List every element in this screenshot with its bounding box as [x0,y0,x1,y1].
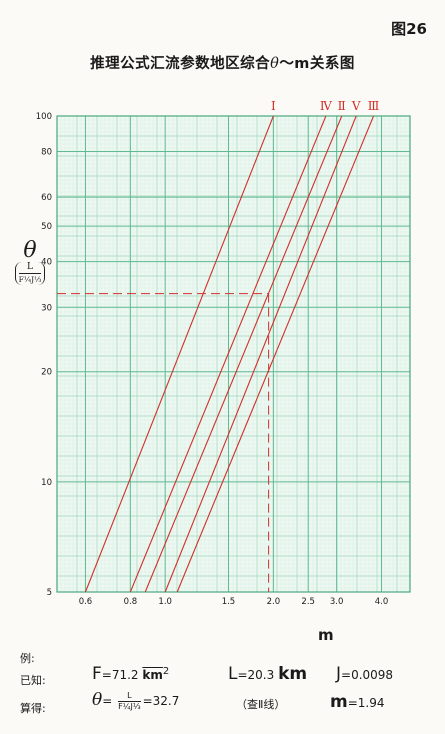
result-theta-equals: = [102,694,113,708]
plot-background [57,116,410,592]
series-label: Ⅰ [271,99,276,113]
x-tick-label: 2.5 [301,597,315,607]
example-guides [57,293,270,592]
x-tick-label: 2.0 [267,597,281,607]
y-tick-label: 80 [41,147,52,157]
x-tick-label: 0.6 [79,597,93,607]
y-tick-labels: 5 10 20 30 40 50 60 80 100 [36,112,52,598]
given-length-symbol: L [228,664,238,684]
series-lines [84,115,375,593]
example-heading: 例: [20,652,35,665]
result-m-symbol: m [330,692,348,712]
given-length-unit: km [278,664,308,684]
series-line [176,115,375,593]
x-tick-labels: 0.6 0.8 1.0 1.5 2.0 2.5 3.0 4.0 [79,597,389,607]
y-tick-label: 20 [41,368,52,378]
y-tick-label: 100 [36,112,52,122]
y-label-theta: θ [23,238,37,263]
chart-title: 推理公式汇流参数地区综合θ～m关系图 [0,52,445,73]
series-label: Ⅳ [320,99,333,113]
x-tick-label: 3.0 [330,597,344,607]
given-label: 已知: [20,674,46,687]
y-label-fraction: L F¼J⅓ [14,262,46,285]
given-slope-value: =0.0098 [341,668,394,682]
x-axis-label: m [318,626,334,644]
title-symbol: θ [270,56,280,72]
result-label: 算得: [20,702,46,715]
figure-number: 图26 [391,20,427,38]
series-line [144,115,343,593]
title-part-2: ～m关系图 [279,56,355,72]
given-area-unit-exp: 2 [162,666,170,677]
y-label-denominator: F¼J⅓ [18,275,42,284]
result-theta-value: =32.7 [142,694,180,708]
series-label: Ⅲ [368,99,380,113]
series-label: Ⅴ [351,99,361,113]
y-tick-label: 50 [41,222,52,232]
given-area-symbol: F [92,664,102,684]
series-line [84,115,274,593]
result-note: （查Ⅱ线） [236,698,286,711]
y-axis-label: θ L F¼J⅓ [12,240,48,286]
result-m-value: =1.94 [347,696,385,710]
given-slope: J=0.0098 [336,664,393,684]
result-theta-numerator: L [118,691,141,702]
given-area: F=71.2 km2 [92,664,169,684]
y-tick-label: 60 [41,193,52,203]
y-tick-label: 10 [41,478,52,488]
plot-frame [56,115,411,593]
title-part-1: 推理公式汇流参数地区综合 [90,56,271,72]
series-label: Ⅱ [338,99,346,113]
given-area-unit: km [142,668,163,682]
series-line [164,115,357,593]
given-slope-symbol: J [336,664,342,684]
given-length-value: =20.3 [237,668,275,682]
result-m: m=1.94 [330,692,385,712]
series-line [129,115,327,593]
y-label-numerator: L [18,262,42,274]
y-tick-label: 40 [41,258,52,268]
x-tick-label: 1.0 [158,597,172,607]
result-theta-symbol: θ [92,690,103,710]
x-tick-label: 1.5 [222,597,236,607]
grid-fine [56,115,410,593]
given-length: L=20.3 km [228,664,307,684]
x-tick-label: 0.8 [124,597,138,607]
y-tick-label: 30 [41,303,52,313]
x-tick-label: 4.0 [375,597,389,607]
result-theta-denominator: F¼J⅓ [118,702,141,711]
grid-major [56,115,411,593]
given-area-value: =71.2 [101,668,139,682]
y-tick-label: 5 [47,588,52,598]
